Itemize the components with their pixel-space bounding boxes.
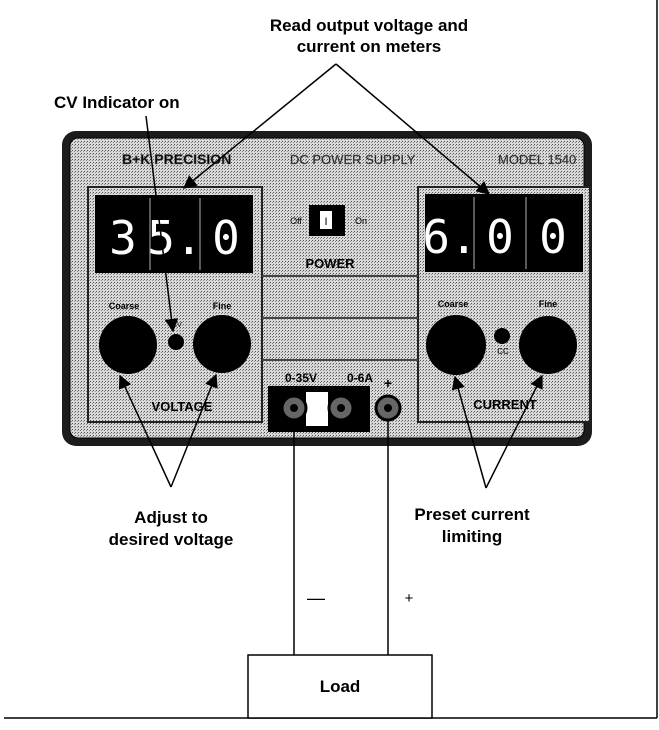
current-coarse-knob[interactable] [426,315,486,375]
read-voltage-arrow [182,63,337,189]
adjust-callout-line1: Adjust to [134,508,208,527]
negative-terminal-center [290,404,298,412]
positive-terminal-center [384,404,392,412]
terminal-block-slot [306,392,328,426]
read-current-arrow [335,63,491,195]
adjust-fine-arrow [170,373,218,488]
voltage-meter [95,195,253,273]
load-box [247,654,433,719]
voltage-range-label: 0-35V [285,371,317,385]
current-label: CURRENT [473,397,537,412]
preset-coarse-arrow [451,375,487,489]
power-switch-off-label: Off [290,216,302,226]
cc-indicator-led [494,328,510,344]
voltage-label: VOLTAGE [152,399,213,414]
negative-sign: — [307,588,325,608]
read-meters-callout-line2: current on meters [297,37,442,56]
preset-fine-arrow [485,374,543,489]
panel-header [74,142,580,172]
adjust-callout-line2: desired voltage [109,530,234,549]
current-fine-knob[interactable] [519,316,577,374]
positive-terminal-label: + [384,375,392,391]
current-digit-2: 0 [486,210,514,264]
voltage-digit-1: 3 [109,211,137,265]
power-switch-on-label: On [355,216,367,226]
preset-callout-line1: Preset current [414,505,530,524]
voltage-fine-label: Fine [213,301,232,311]
model-name: MODEL 1540 [498,152,576,167]
current-meter [425,194,583,272]
voltage-coarse-label: Coarse [109,301,140,311]
power-switch-rocker[interactable] [320,211,332,229]
power-switch-mark: I [324,216,327,228]
voltage-coarse-knob[interactable] [99,316,157,374]
cv-indicator-label: CV [172,322,182,329]
ground-terminal-center [337,404,345,412]
read-meters-callout-line1: Read output voltage and [270,16,468,35]
preset-callout-line2: limiting [442,527,502,546]
current-range-label: 0-6A [347,371,373,385]
current-fine-label: Fine [539,299,558,309]
adjust-coarse-arrow [118,374,172,488]
voltage-fine-knob[interactable] [193,315,251,373]
cv-indicator-callout: CV Indicator on [54,93,180,112]
cv-indicator-arrow [145,115,179,333]
brand-logo: B+K PRECISION [122,151,231,167]
current-coarse-label: Coarse [438,299,469,309]
power-label: POWER [305,256,355,271]
voltage-digit-2: 5. [147,211,202,265]
load-label: Load [320,677,361,696]
positive-sign: + [405,590,414,607]
current-digit-3: 0 [539,210,567,264]
cv-indicator-led [168,334,184,350]
panel-title: DC POWER SUPPLY [290,152,416,167]
current-digit-1: 6. [422,210,477,264]
cc-indicator-label: CC [497,347,509,356]
voltage-digit-3: 0 [212,211,240,265]
